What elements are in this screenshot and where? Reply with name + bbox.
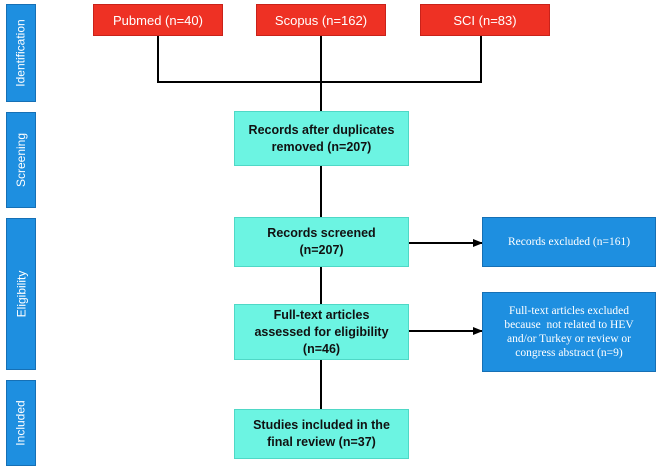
pubmed-label: Pubmed (n=40) bbox=[113, 12, 203, 28]
duplicates-removed-label: Records after duplicates removed (n=207) bbox=[248, 122, 395, 154]
sci-label: SCI (n=83) bbox=[453, 12, 517, 28]
records-screened-box: Records screened (n=207) bbox=[234, 217, 409, 267]
scopus-box: Scopus (n=162) bbox=[256, 4, 386, 36]
records-excluded-label: Records excluded (n=161) bbox=[507, 236, 631, 248]
studies-included-box: Studies included in the final review (n=… bbox=[234, 409, 409, 459]
stage-included: Included bbox=[6, 380, 36, 466]
records-excluded-box: Records excluded (n=161) bbox=[482, 217, 656, 267]
sci-box: SCI (n=83) bbox=[420, 4, 550, 36]
stage-identification: Identification bbox=[6, 4, 36, 102]
pubmed-box: Pubmed (n=40) bbox=[93, 4, 223, 36]
full-text-assessed-label: Full-text articles assessed for eligibil… bbox=[254, 307, 389, 356]
duplicates-removed-box: Records after duplicates removed (n=207) bbox=[234, 111, 409, 166]
studies-included-label: Studies included in the final review (n=… bbox=[253, 418, 390, 449]
full-text-excluded-box: Full-text articles excluded because not … bbox=[482, 292, 656, 372]
records-screened-label: Records screened (n=207) bbox=[267, 226, 376, 257]
stage-eligibility: Eligibility bbox=[6, 218, 36, 370]
stage-screening: Screening bbox=[6, 112, 36, 208]
full-text-assessed-box: Full-text articles assessed for eligibil… bbox=[234, 304, 409, 360]
full-text-excluded-label: Full-text articles excluded because not … bbox=[504, 305, 637, 359]
scopus-label: Scopus (n=162) bbox=[274, 12, 368, 28]
